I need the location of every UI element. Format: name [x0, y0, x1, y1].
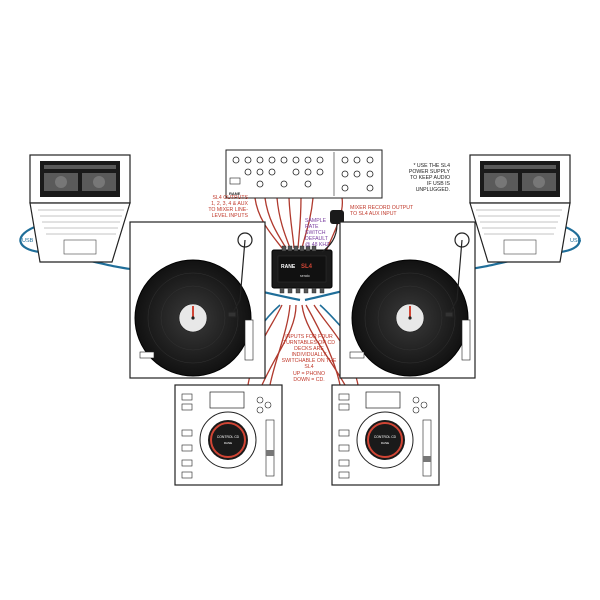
cd-label-right: CONTROL CD — [374, 435, 397, 439]
usb-label-left: USB — [22, 238, 34, 244]
cd-sub-right: RANE — [381, 441, 389, 445]
mixer-knobs — [232, 156, 374, 192]
mixer-brand: RANE — [229, 191, 241, 196]
cd-sub-left: RANE — [224, 441, 232, 445]
cd-deck-left: CONTROL CD RANE — [174, 384, 283, 486]
turntable-right — [339, 221, 476, 379]
mixer: RANE — [225, 149, 383, 199]
audio-cables — [247, 197, 359, 386]
power-adapter — [321, 210, 344, 253]
mixer-record-note: MIXER RECORD OUTPUT TO SL4 AUX INPUT — [350, 205, 414, 218]
interface-sub: serato — [300, 274, 310, 278]
tonearm-right — [444, 232, 470, 318]
interface-jacks — [279, 245, 325, 294]
cd-label-left: CONTROL CD — [217, 435, 240, 439]
sl4-outputs-note: SL4 OUTPUTS 1, 2, 3, 4 & AUX TO MIXER LI… — [208, 195, 248, 220]
inputs-note: INPUTS FOR FOUR TURNTABLES OR CD DECKS A… — [281, 334, 337, 383]
sample-rate-note: SAMPLE RATE SWITCH DEFAULT @ 48 kHz — [305, 218, 330, 249]
audio-interface: RANE SL4 serato — [271, 245, 333, 294]
interface-brand: RANE — [281, 264, 296, 270]
turntable-left — [129, 221, 266, 379]
interface-model: SL4 — [301, 264, 313, 270]
laptop-right — [469, 154, 571, 263]
tonearm-left — [227, 232, 253, 318]
cd-buttons-right — [338, 393, 428, 479]
laptop-left — [29, 154, 131, 263]
cd-deck-right: CONTROL CD RANE — [331, 384, 440, 486]
usb-label-right: USB — [570, 238, 582, 244]
cd-buttons-left — [181, 393, 272, 479]
power-supply-note: * USE THE SL4 POWER SUPPLY TO KEEP AUDIO… — [408, 163, 450, 194]
